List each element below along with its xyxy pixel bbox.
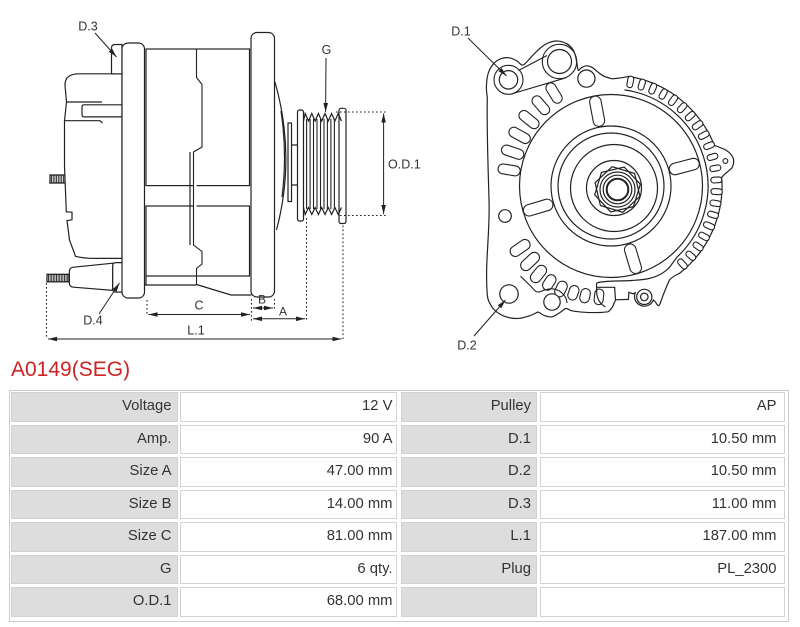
svg-text:G: G [322,43,332,57]
svg-text:D.4: D.4 [83,313,103,327]
svg-text:B: B [258,293,266,307]
svg-text:D.1: D.1 [451,24,471,38]
svg-text:O.D.1: O.D.1 [388,158,421,172]
svg-text:D.2: D.2 [457,338,477,352]
svg-text:L.1: L.1 [187,323,204,337]
svg-text:A: A [279,305,287,319]
svg-text:D.3: D.3 [78,19,98,33]
svg-text:C: C [194,298,203,312]
